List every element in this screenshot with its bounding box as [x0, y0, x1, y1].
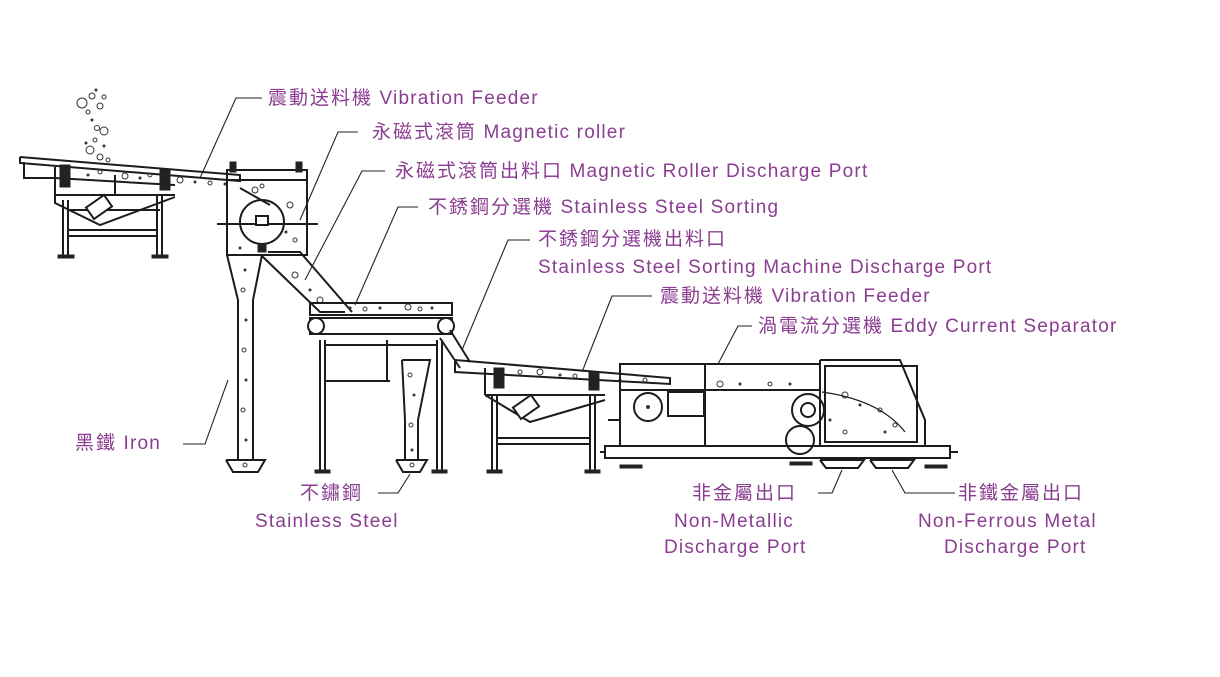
material-in-roller [238, 183, 324, 468]
material-in-eddy [716, 380, 898, 435]
label-zh: 永磁式滾筒出料口 [395, 161, 564, 182]
eddy-current-machine [600, 359, 958, 469]
label-stainless-steel-zh: 不鏽鋼 [300, 482, 363, 506]
label-magnetic-roller-discharge: 永磁式滾筒出料口 Magnetic Roller Discharge Port [395, 160, 868, 184]
label-non-metallic-en-2: Discharge Port [664, 536, 806, 560]
label-en: Vibration Feeder [379, 88, 539, 109]
label-zh: 不銹鋼分選機出料口 [538, 229, 728, 250]
magnetic-roller-machine [217, 161, 353, 473]
label-non-metallic-zh: 非金屬出口 [692, 482, 797, 506]
label-vibration-feeder-1: 震動送料機 Vibration Feeder [268, 87, 539, 111]
label-zh: 黑鐵 [75, 433, 118, 454]
leader-lines [183, 97, 955, 494]
label-vibration-feeder-2: 震動送料機 Vibration Feeder [660, 285, 931, 309]
label-eddy-current: 渦電流分選機 Eddy Current Separator [758, 315, 1118, 339]
label-zh: 永磁式滾筒 [372, 122, 478, 143]
label-en: Iron [123, 433, 162, 454]
label-magnetic-roller: 永磁式滾筒 Magnetic roller [372, 121, 626, 145]
label-non-metallic-en-1: Non-Metallic [674, 510, 794, 534]
label-zh: 不鏽鋼 [300, 483, 364, 504]
label-zh: 不銹鋼分選機 [428, 197, 555, 218]
label-stainless-steel-en: Stainless Steel [255, 510, 399, 534]
label-stainless-sorting-discharge-zh: 不銹鋼分選機出料口 [538, 228, 727, 252]
material-on-conveyor [348, 303, 434, 468]
label-zh: 非金屬出口 [692, 483, 798, 504]
label-en: Stainless Steel Sorting Machine Discharg… [538, 257, 993, 278]
label-zh: 渦電流分選機 [758, 316, 885, 337]
label-non-ferrous-zh: 非鐵金屬出口 [958, 482, 1084, 506]
label-zh: 震動送料機 [660, 286, 766, 307]
label-stainless-sorting: 不銹鋼分選機 Stainless Steel Sorting [428, 196, 779, 220]
label-zh: 震動送料機 [268, 88, 374, 109]
label-en: Vibration Feeder [771, 286, 931, 307]
vibration-feeder-1-machine [19, 88, 241, 259]
label-en: Eddy Current Separator [890, 316, 1118, 337]
label-en: Stainless Steel [255, 511, 399, 532]
label-zh: 非鐵金屬出口 [958, 483, 1085, 504]
falling-material [76, 88, 111, 163]
label-en: Non-Metallic [674, 511, 794, 532]
label-en: Magnetic roller [483, 122, 627, 143]
label-stainless-sorting-discharge-en: Stainless Steel Sorting Machine Discharg… [538, 256, 992, 280]
vibration-feeder-2-machine [454, 359, 671, 474]
material-on-feeder-1 [86, 169, 227, 186]
label-en: Non-Ferrous Metal [918, 511, 1097, 532]
label-en: Magnetic Roller Discharge Port [569, 161, 869, 182]
label-non-ferrous-en-2: Discharge Port [944, 536, 1086, 560]
label-iron: 黑鐵 Iron [75, 432, 161, 456]
label-en: Discharge Port [664, 537, 807, 558]
stainless-sorting-machine [307, 302, 471, 474]
label-en: Stainless Steel Sorting [560, 197, 780, 218]
label-non-ferrous-en-1: Non-Ferrous Metal [918, 510, 1097, 534]
label-en: Discharge Port [944, 537, 1087, 558]
